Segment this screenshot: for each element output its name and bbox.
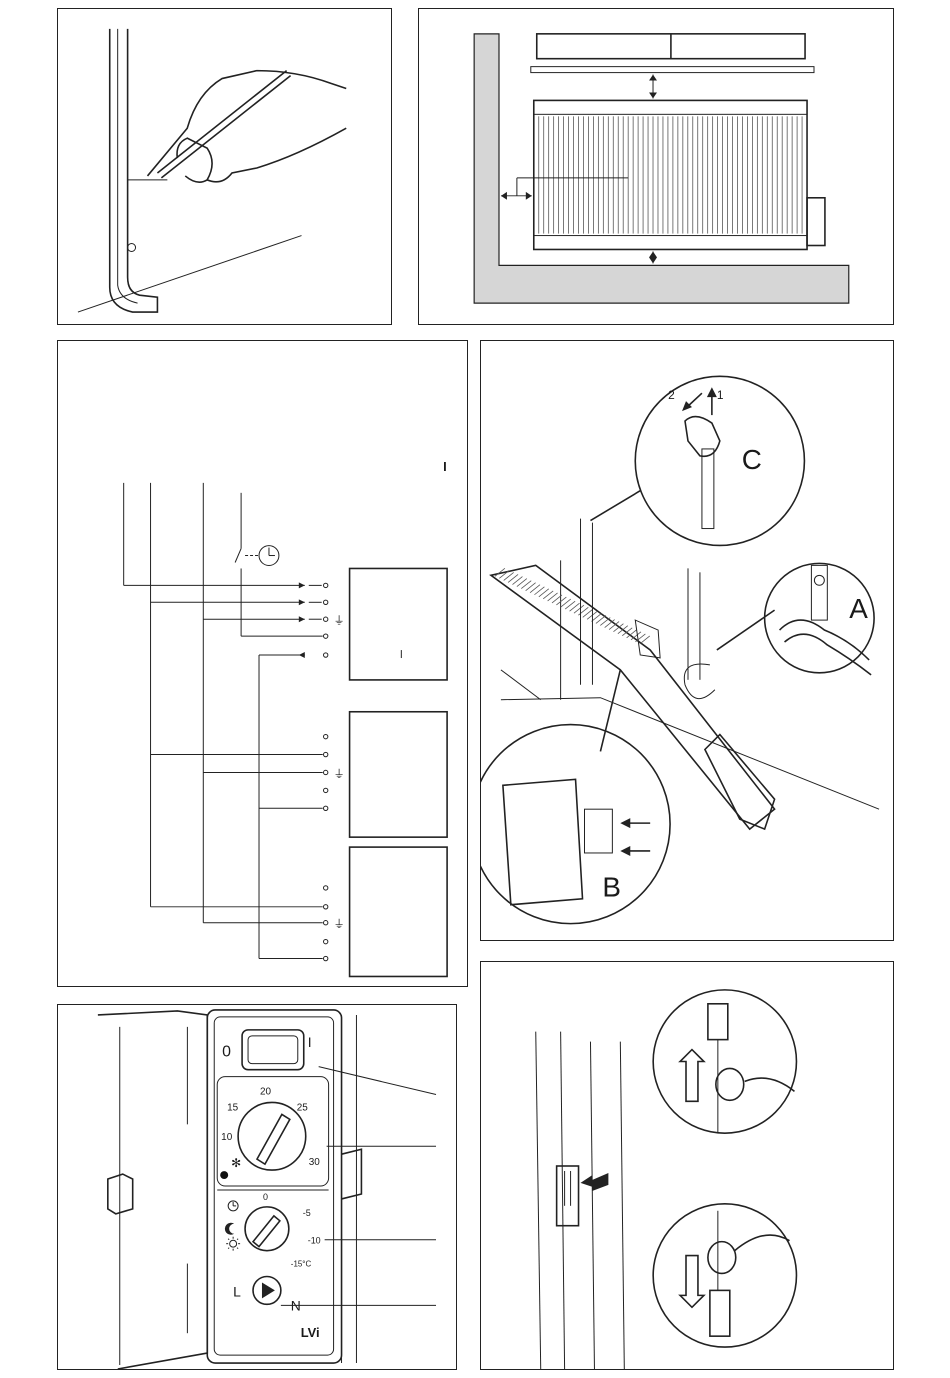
detail-release-down [653, 1204, 796, 1347]
terminal-block-3: ⏚ [151, 847, 448, 976]
detail-b-label: B [602, 872, 621, 903]
label-l: L [233, 1283, 241, 1299]
svg-text:⏚: ⏚ [334, 767, 345, 780]
installation-illustration: 1 2 C A B [481, 341, 893, 940]
panel-control-panel: 0 I 20 15 10 25 30 ✻ 0 -5 -10 -15°C [57, 1004, 457, 1370]
thermostat-tick: 30 [309, 1157, 321, 1168]
hinge-illustration [481, 962, 893, 1369]
detail-c: 1 2 C [635, 376, 804, 545]
clock-icon [228, 1201, 238, 1211]
switch-on-label: I [308, 1034, 312, 1050]
svg-text:⏚: ⏚ [334, 614, 345, 627]
detail-b: B [481, 725, 670, 924]
power-switch[interactable] [242, 1030, 304, 1070]
switch-off-label: 0 [222, 1044, 231, 1061]
panel-bracket-marking [57, 8, 392, 325]
setback-tick: -10 [308, 1236, 321, 1246]
setback-tick: -5 [303, 1208, 311, 1218]
frost-icon: ✻ [231, 1156, 241, 1170]
clearance-illustration [419, 9, 893, 324]
setback-tick: 0 [263, 1192, 268, 1202]
panel-clearances [418, 8, 894, 325]
thermostat-tick: 10 [221, 1132, 233, 1143]
detail-a: A [765, 563, 874, 674]
step-1-label: 1 [717, 388, 724, 402]
heater-fins-angled [495, 568, 650, 644]
setback-tick: -15°C [291, 1260, 312, 1269]
thermostat-tick: 15 [227, 1102, 239, 1113]
thermostat-tick: 20 [260, 1087, 272, 1098]
panel-hinge [480, 961, 894, 1370]
detail-a-label: A [849, 593, 868, 624]
step-2-label: 2 [668, 388, 675, 402]
push-arrow [581, 1173, 609, 1191]
control-panel-illustration: 0 I 20 15 10 25 30 ✻ 0 -5 -10 -15°C [58, 1005, 456, 1369]
panel-wiring-diagram: I ⏚ [57, 340, 468, 987]
moon-icon [225, 1223, 234, 1235]
terminal-block-2: ⏚ [151, 712, 448, 837]
sun-icon [226, 1237, 240, 1251]
wiring-marker: I [443, 459, 447, 474]
detail-c-label: C [742, 444, 762, 475]
svg-text:⏚: ⏚ [334, 918, 345, 931]
terminal-block-1: ⏚ [299, 568, 447, 679]
panel-installation: 1 2 C A B [480, 340, 894, 941]
wiring-diagram: I ⏚ [58, 341, 467, 986]
detail-release-up [653, 990, 796, 1133]
bracket-marking-illustration [58, 9, 391, 324]
indicator-dot [220, 1171, 228, 1179]
heater-fins [539, 116, 802, 233]
direction-indicator [253, 1277, 281, 1305]
thermostat-tick: 25 [297, 1102, 309, 1113]
brand-logo: LVi [301, 1325, 320, 1340]
thermostat-dial[interactable] [238, 1102, 306, 1170]
setback-dial[interactable] [245, 1207, 289, 1251]
